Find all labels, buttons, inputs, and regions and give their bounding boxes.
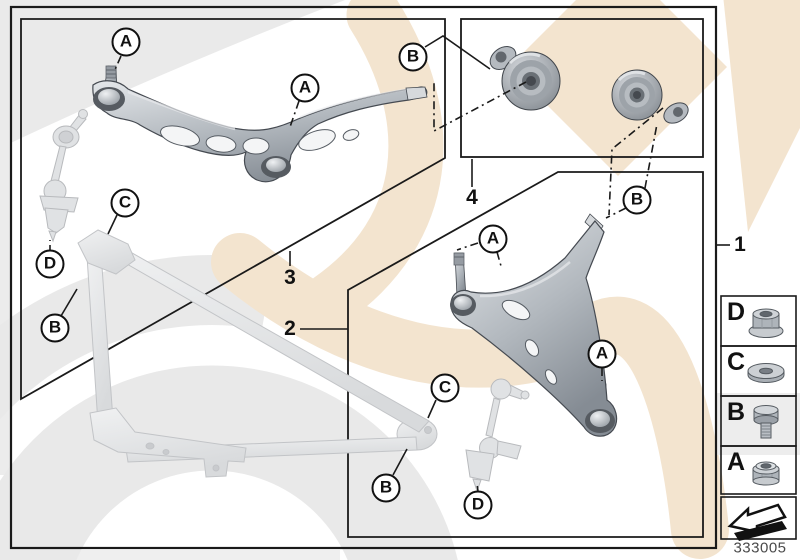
- callout-b-1[interactable]: B: [398, 42, 428, 72]
- frames: [9, 5, 718, 550]
- control-arm-front-left: [92, 65, 428, 183]
- ref-number-kit[interactable]: 1: [734, 233, 746, 256]
- flange-nut-icon: [748, 308, 784, 338]
- washer-icon: [747, 363, 785, 383]
- hex-bolt-icon: [753, 405, 779, 439]
- drawing-number: 333005: [733, 539, 787, 557]
- callout-b-4[interactable]: B: [371, 473, 401, 503]
- callout-d-1[interactable]: D: [35, 249, 65, 279]
- callout-a-2[interactable]: A: [290, 73, 320, 103]
- control-arm-left-panel: [20, 18, 446, 401]
- callout-c-1[interactable]: C: [110, 188, 140, 218]
- bushing-kit-panel: [460, 18, 704, 158]
- callout-a-3[interactable]: A: [478, 224, 508, 254]
- callout-a-4[interactable]: A: [587, 339, 617, 369]
- callout-b-3[interactable]: B: [40, 313, 70, 343]
- stabilizer-link-right: [465, 378, 530, 493]
- ref-number-brace[interactable]: 2: [284, 317, 296, 340]
- legend-letter-d: D: [727, 298, 746, 326]
- hardware-legend: [720, 295, 797, 541]
- legend-letter-b: B: [727, 398, 746, 426]
- leader-lines: [49, 35, 730, 492]
- kit-outer-frame: [9, 5, 718, 550]
- legend-letter-c: C: [727, 348, 746, 376]
- ref-number-bushings[interactable]: 4: [466, 186, 478, 209]
- callout-d-2[interactable]: D: [463, 490, 493, 520]
- ref-number-arm-box[interactable]: 3: [284, 266, 296, 289]
- control-arm-bushing-left: [489, 46, 561, 111]
- callout-a-1[interactable]: A: [111, 27, 141, 57]
- callout-b-2[interactable]: B: [622, 185, 652, 215]
- stabilizer-link-left: [39, 109, 88, 243]
- legend-box-lock-nut[interactable]: [720, 445, 797, 495]
- control-arm-front-right: [450, 213, 618, 437]
- installation-direction-arrow-icon: [727, 503, 787, 541]
- legend-box-direction: [720, 496, 797, 540]
- control-arm-right-panel: [347, 171, 704, 538]
- control-arm-bushing-right: [611, 69, 689, 124]
- lock-nut-icon: [752, 461, 780, 486]
- legend-letter-a: A: [727, 448, 746, 476]
- callout-c-2[interactable]: C: [430, 373, 460, 403]
- front-axle-support-brace: [77, 229, 438, 478]
